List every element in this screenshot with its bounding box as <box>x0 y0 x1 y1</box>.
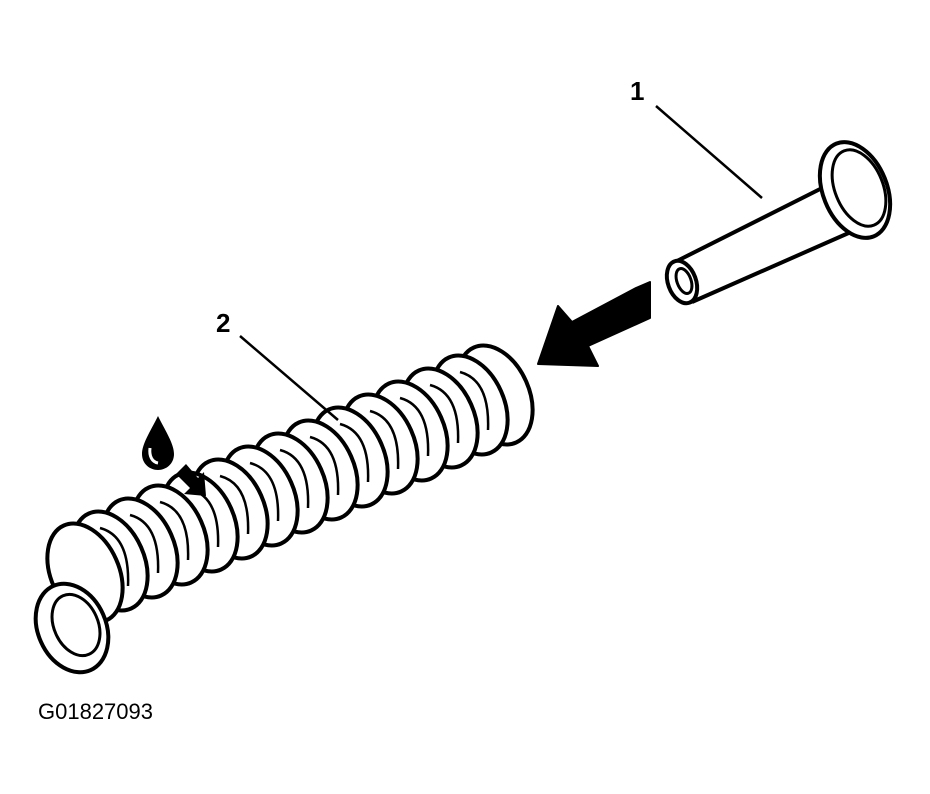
pin-part <box>664 140 893 306</box>
callout-1: 1 <box>630 76 644 106</box>
leader-lines <box>239 105 763 421</box>
leader-line-1 <box>655 105 763 199</box>
oil-drop-icon <box>142 416 174 470</box>
install-direction-arrow <box>537 281 651 367</box>
spring-part <box>33 343 535 675</box>
leader-line-2 <box>239 335 339 421</box>
callout-2: 2 <box>216 308 230 338</box>
figure-id: G01827093 <box>38 699 153 724</box>
oil-point-arrow <box>176 464 206 496</box>
